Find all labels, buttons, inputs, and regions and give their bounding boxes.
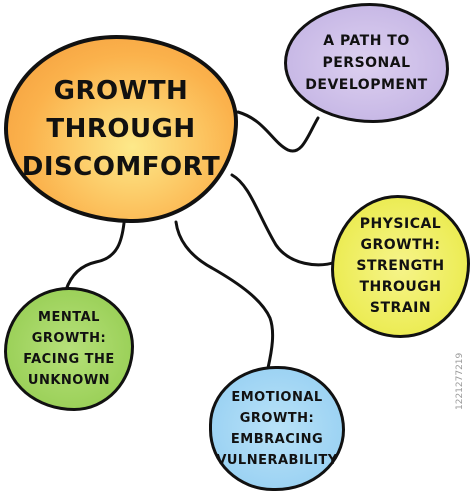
- branch-node-personal-development: A path to personal development: [284, 3, 449, 123]
- center-node-label: Growth through discomfort: [21, 76, 221, 182]
- branch-node-physical-growth: Physical growth: strength through strain: [331, 195, 470, 338]
- branch-label-personal-development: A path to personal development: [305, 33, 428, 93]
- image-id-text: 1221277219: [455, 352, 465, 410]
- connector-right: [230, 173, 338, 267]
- branch-label-physical-growth: Physical growth: strength through strain: [356, 216, 445, 316]
- branch-node-emotional-growth: Emotional growth: embracing vulnerabilit…: [209, 366, 345, 491]
- connector-top-right: [236, 110, 320, 153]
- center-node: Growth through discomfort: [4, 35, 238, 223]
- connector-left: [64, 221, 126, 292]
- branch-label-mental-growth: Mental growth: facing the unknown: [23, 310, 115, 388]
- branch-label-emotional-growth: Emotional growth: embracing vulnerabilit…: [216, 389, 338, 468]
- connector-bottom: [174, 220, 275, 370]
- branch-node-mental-growth: Mental growth: facing the unknown: [4, 287, 134, 411]
